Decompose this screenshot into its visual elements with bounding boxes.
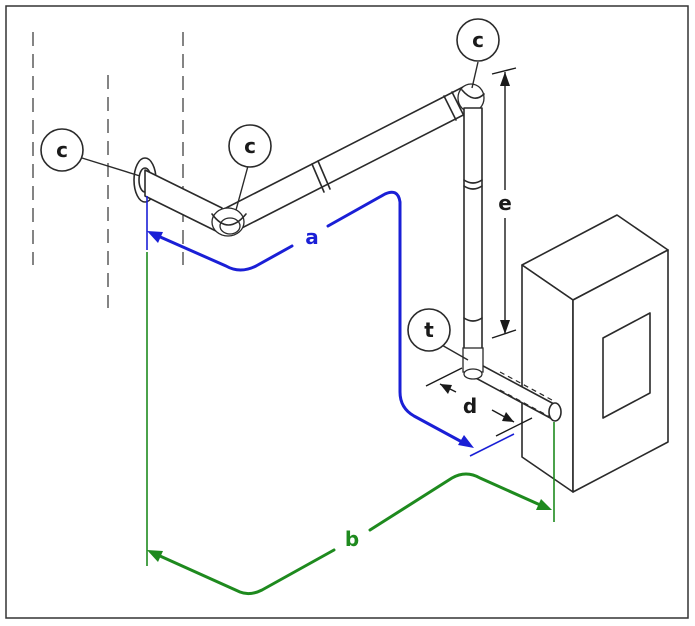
callout-c2-circle [228, 124, 272, 168]
dimension-e-ext-bottom [491, 329, 517, 339]
elbow-lower [211, 207, 247, 237]
tee-hidden-line-top [499, 371, 553, 401]
dimension-a-line-right [326, 190, 464, 444]
callout-c3-circle [456, 18, 500, 62]
callout-c3: c [456, 18, 500, 62]
dimension-a-arrow-left [147, 231, 163, 243]
pipe-segment-diagonal [221, 85, 478, 233]
callout-c1-label: c [56, 138, 68, 162]
dimension-e-arrow-top [500, 72, 510, 86]
elbow-lower-seam [211, 213, 247, 226]
callout-c3-leader [471, 61, 479, 89]
pipe-vertical-joint-3 [463, 317, 483, 322]
callout-leaders [81, 61, 479, 361]
callout-c3-label: c [472, 28, 484, 52]
dimension-b-label: b [345, 527, 359, 551]
pipe-vertical-body [463, 107, 483, 363]
tee-connector [462, 347, 562, 422]
callout-t-leader [439, 343, 469, 361]
dimension-e-arrow-bottom [500, 320, 510, 334]
dimension-a-label: a [305, 225, 319, 249]
dimension-d-ext-right [495, 417, 533, 437]
dimension-e-ext-top [491, 67, 517, 75]
stove-window [602, 312, 651, 419]
callout-c2-label: c [244, 134, 256, 158]
dimension-b: b [146, 252, 555, 596]
pipe-diagonal-joint-1 [311, 163, 325, 193]
dimension-d: d [425, 367, 533, 437]
callout-c2-leader [235, 165, 249, 211]
dimension-a-line-left [156, 234, 294, 272]
dimension-d-ext-left [425, 367, 463, 387]
callout-c1: c [40, 128, 84, 172]
pipe-segment-vertical [463, 107, 483, 363]
dimension-b-arrow-left [147, 550, 163, 562]
pipe-vertical-joint-1 [463, 179, 483, 184]
callout-c1-leader [81, 157, 141, 177]
dimension-a: a [146, 190, 515, 457]
callout-t-label: t [424, 318, 434, 342]
stove-left-face [521, 264, 574, 493]
pipe-diagonal-joint-4 [451, 91, 465, 117]
dimension-d-arrow-left [440, 384, 452, 394]
pipe-diagonal-joint-3 [443, 95, 457, 121]
dimension-d-arrow-right [502, 412, 514, 422]
tee-cap [463, 368, 483, 380]
elbow-lower-inner [219, 217, 241, 235]
stove-collar [548, 402, 562, 422]
callout-t: t [407, 308, 451, 352]
callout-t-circle [407, 308, 451, 352]
callout-c1-circle [40, 128, 84, 172]
dimension-b-line-left [158, 548, 336, 596]
dimension-d-label: d [463, 394, 477, 418]
tee-hidden-line-bottom [499, 389, 553, 419]
dimension-a-ext-right [469, 433, 515, 457]
dimension-b-line-right [368, 472, 540, 532]
pipe-diagonal-joint-2 [317, 160, 331, 190]
dimension-e-label: e [498, 191, 512, 215]
callout-c2: c [228, 124, 272, 168]
stove-appliance [521, 214, 669, 493]
elbow-upper-seam [461, 89, 485, 99]
dimension-a-arrow-right [458, 435, 474, 448]
dimension-b-arrow-right [536, 499, 552, 510]
wall-lines [32, 32, 184, 308]
dimension-e: e [491, 67, 517, 339]
pipe-vertical-joint-2 [463, 185, 483, 190]
